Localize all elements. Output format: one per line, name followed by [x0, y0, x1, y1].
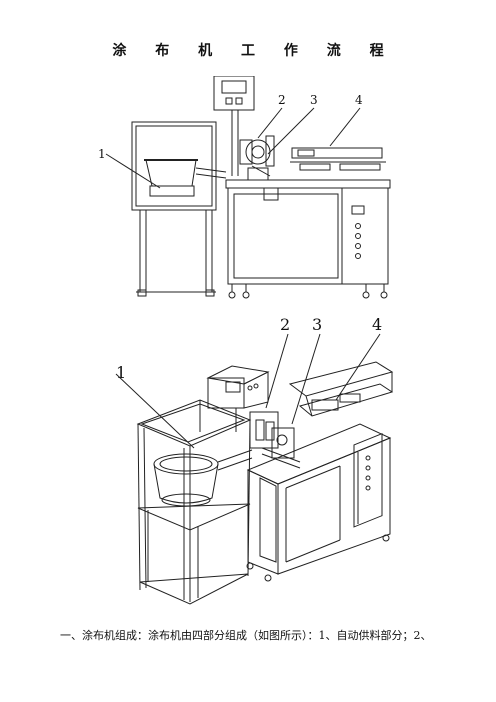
machine-front-view-drawing: 1 2 3 4	[98, 76, 391, 299]
fig2-label-2: 2	[280, 315, 290, 334]
fig1-label-1: 1	[98, 147, 106, 161]
fig1-label-3: 3	[310, 93, 318, 107]
page-title: 涂 布 机 工 作 流 程	[112, 43, 396, 59]
intro-paragraph: 一、涂布机组成：涂布机由四部分组成（如图所示）：1、自动供料部分；2、	[60, 629, 432, 642]
fig1-label-2: 2	[278, 93, 286, 107]
fig2-label-4: 4	[372, 315, 382, 334]
fig1-label-4: 4	[355, 93, 363, 107]
machine-isometric-view-drawing: 1 2 3 4	[115, 315, 394, 605]
fig2-label-3: 3	[312, 315, 322, 334]
fig2-label-1: 1	[116, 363, 126, 382]
